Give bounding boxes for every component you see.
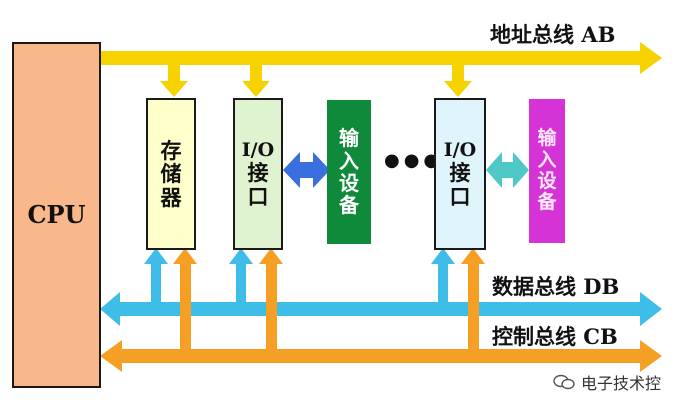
memory-char-3: 器 xyxy=(160,184,182,210)
io-interface-2: I/O 接 口 xyxy=(434,98,486,250)
memory-char-1: 存 xyxy=(160,137,182,163)
chat-bubble-icon xyxy=(553,374,575,390)
watermark: 电子技术控 xyxy=(553,370,661,394)
io1-char-2: 口 xyxy=(247,183,269,209)
io2-to-input2-arrow xyxy=(486,152,529,188)
input2-char-2: 入 xyxy=(537,148,557,171)
address-bus-label: 地址总线 AB xyxy=(490,22,616,47)
address-bus xyxy=(100,42,662,97)
io2-label: I/O xyxy=(443,138,477,161)
control-bus xyxy=(100,248,662,372)
ellipsis: ●●● xyxy=(384,150,444,171)
watermark-text: 电子技术控 xyxy=(580,374,661,393)
memory-char-2: 储 xyxy=(160,161,182,187)
input1-char-1: 输 xyxy=(339,126,359,151)
io1-char-1: 接 xyxy=(247,160,269,186)
input1-char-2: 入 xyxy=(339,148,359,173)
io1-to-input1-arrow xyxy=(283,152,330,188)
input-device-1: 输 入 设 备 xyxy=(327,100,371,244)
io2-char-1: 接 xyxy=(449,160,471,186)
cpu-block: CPU xyxy=(12,42,101,388)
control-bus-label: 控制总线 CB xyxy=(492,324,618,349)
cpu-label: CPU xyxy=(27,199,86,229)
input1-char-4: 备 xyxy=(339,193,359,218)
input2-char-3: 设 xyxy=(537,170,557,192)
input2-char-1: 输 xyxy=(537,127,557,150)
input2-char-4: 备 xyxy=(537,191,557,214)
memory-block: 存 储 器 xyxy=(146,98,196,250)
input1-char-3: 设 xyxy=(339,171,359,195)
input-device-2: 输 入 设 备 xyxy=(529,99,565,243)
data-bus-label: 数据总线 DB xyxy=(492,274,620,299)
io1-label: I/O xyxy=(241,138,275,161)
data-bus xyxy=(100,248,662,326)
io-interface-1: I/O 接 口 xyxy=(233,98,283,250)
io2-char-2: 口 xyxy=(449,183,471,209)
